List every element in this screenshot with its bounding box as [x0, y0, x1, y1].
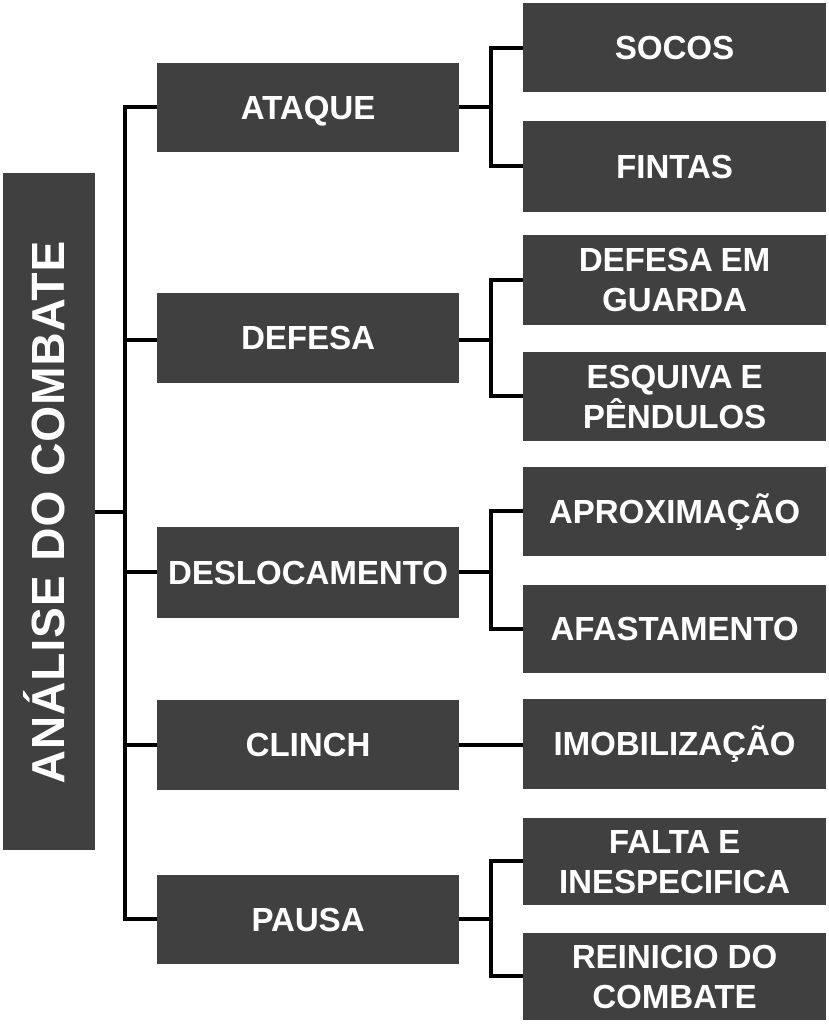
root-node-analise-do-combate: ANÁLISE DO COMBATE [3, 173, 95, 850]
branch-node-ataque: ATAQUE [157, 63, 459, 152]
branch-node-defesa: DEFESA [157, 293, 459, 383]
leaf-node-label: REINICIO DO COMBATE [571, 937, 778, 1015]
leaf-node-socos: SOCOS [523, 3, 826, 92]
leaf-node-label: APROXIMAÇÃO [548, 492, 801, 530]
leaf-node-reinicio-do-combate: REINICIO DO COMBATE [523, 933, 826, 1020]
leaf-node-afastamento: AFASTAMENTO [523, 585, 826, 673]
leaf-node-defesa-em-guarda: DEFESA EM GUARDA [523, 235, 826, 325]
leaf-node-aproximacao: APROXIMAÇÃO [523, 467, 826, 556]
branch-node-pausa: PAUSA [157, 875, 459, 964]
leaf-node-label: SOCOS [614, 28, 735, 66]
leaf-node-imobilizacao: IMOBILIZAÇÃO [523, 699, 826, 789]
leaf-node-label: AFASTAMENTO [550, 610, 799, 648]
leaf-node-label: FALTA E INESPECIFICA [558, 822, 791, 900]
branch-node-label: DEFESA [241, 319, 375, 357]
branch-node-label: DESLOCAMENTO [168, 553, 448, 591]
leaf-node-esquiva-e-pendulos: ESQUIVA E PÊNDULOS [523, 352, 826, 441]
leaf-node-label: FINTAS [616, 147, 733, 185]
leaf-node-fintas: FINTAS [523, 121, 826, 212]
leaf-node-label: ESQUIVA E PÊNDULOS [582, 357, 767, 435]
branch-node-label: ATAQUE [240, 88, 376, 126]
leaf-node-label: DEFESA EM GUARDA [578, 241, 771, 318]
root-node-label: ANÁLISE DO COMBATE [22, 239, 75, 784]
branch-node-deslocamento: DESLOCAMENTO [157, 527, 459, 618]
leaf-node-label: IMOBILIZAÇÃO [553, 725, 796, 763]
leaf-node-falta-e-inespecifica: FALTA E INESPECIFICA [523, 818, 826, 905]
branch-node-label: CLINCH [245, 726, 371, 764]
branch-node-clinch: CLINCH [157, 700, 459, 790]
branch-node-label: PAUSA [251, 900, 365, 938]
